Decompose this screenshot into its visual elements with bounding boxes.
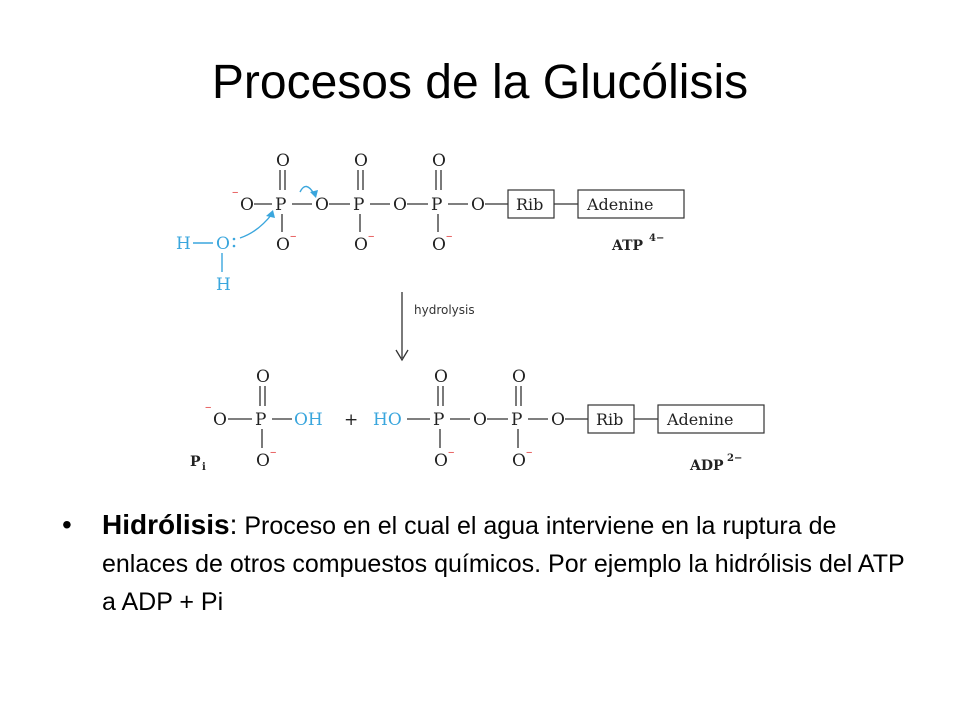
atp-hydrolysis-diagram: − O P O O − O P O O − O P O O − O Rib: [176, 151, 765, 474]
adp-p2-o-top: O: [512, 367, 526, 387]
plus-sign: +: [344, 410, 358, 430]
adp-adenine-box: [657, 404, 765, 434]
pi-oh: OH: [294, 410, 323, 430]
water-o: O: [216, 234, 230, 254]
bullet-dot: •: [62, 509, 72, 540]
adp-p2: P: [511, 410, 522, 430]
pi-subscript: i: [202, 462, 206, 473]
attack-arrow-icon: [239, 213, 273, 239]
atp-o-bridge1: O: [315, 195, 329, 215]
adp-p1-o-bottom: O: [434, 451, 448, 471]
pi-label: P: [190, 454, 201, 470]
adp-rib-label: Rib: [596, 410, 623, 429]
down-arrow-icon: [395, 349, 409, 362]
hydrolysis-arrow: hydrolysis: [395, 292, 475, 362]
bullet-colon: :: [229, 509, 238, 540]
atp-p2-minus: −: [368, 231, 374, 243]
adp-h: HO: [373, 410, 402, 430]
pi-o-minus: −: [270, 447, 276, 459]
atp-o-bridge2: O: [393, 195, 407, 215]
adp-adenine-label: Adenine: [666, 410, 733, 429]
atp-o-left: O: [240, 195, 254, 215]
water-h-bottom: H: [216, 275, 231, 295]
pi-o-bottom: O: [256, 451, 270, 471]
atp-molecule: − O P O O − O P O O − O P O O − O Rib: [232, 151, 685, 255]
adp-p2-minus: −: [526, 447, 532, 459]
adp-label: ADP: [689, 458, 724, 474]
atp-adenine-label: Adenine: [586, 195, 653, 214]
atp-p1-minus: −: [290, 231, 296, 243]
atp-p2: P: [353, 195, 364, 215]
bullet-term: Hidrólisis: [102, 509, 230, 540]
atp-minus-left: −: [232, 187, 238, 199]
adp-o-ester: O: [551, 410, 565, 430]
bullet-text: Hidrólisis: Proceso en el cual el agua i…: [102, 506, 922, 621]
atp-p1-o-top: O: [276, 151, 290, 171]
pi-p: P: [255, 410, 266, 430]
hydrolysis-label: hydrolysis: [414, 303, 475, 317]
atp-p2-o-top: O: [354, 151, 368, 171]
adp-charge: 2−: [727, 453, 742, 464]
atp-charge: 4−: [649, 233, 664, 244]
adp-p1: P: [433, 410, 444, 430]
pi-minus-left: −: [205, 402, 211, 414]
atp-p3: P: [431, 195, 442, 215]
pi-o-left: O: [213, 410, 227, 430]
atp-p1: P: [275, 195, 286, 215]
atp-p3-o-bottom: O: [432, 235, 446, 255]
atp-adenine-box: [577, 189, 685, 219]
atp-p2-o-bottom: O: [354, 235, 368, 255]
pi-o-top: O: [256, 367, 270, 387]
bullet-item: • Hidrólisis: Proceso en el cual el agua…: [62, 506, 922, 621]
atp-p3-minus: −: [446, 231, 452, 243]
adp-o-bridge: O: [473, 410, 487, 430]
pi-molecule: − O P O O − OH P i: [190, 367, 323, 473]
bullet-description: Proceso en el cual el agua interviene en…: [102, 512, 905, 616]
atp-label: ATP: [611, 238, 644, 254]
atp-p3-o-top: O: [432, 151, 446, 171]
adp-p1-minus: −: [448, 447, 454, 459]
slide-title: Procesos de la Glucólisis: [211, 56, 749, 109]
adp-p2-o-bottom: O: [512, 451, 526, 471]
atp-p1-o-bottom: O: [276, 235, 290, 255]
atp-o-ester: O: [471, 195, 485, 215]
atp-rib-label: Rib: [516, 195, 543, 214]
water-molecule: H O H: [176, 185, 318, 295]
water-h-left: H: [176, 234, 191, 254]
adp-molecule: HO P O O − O P O O − O Rib Adenine ADP 2…: [373, 367, 765, 474]
adp-p1-o-top: O: [434, 367, 448, 387]
